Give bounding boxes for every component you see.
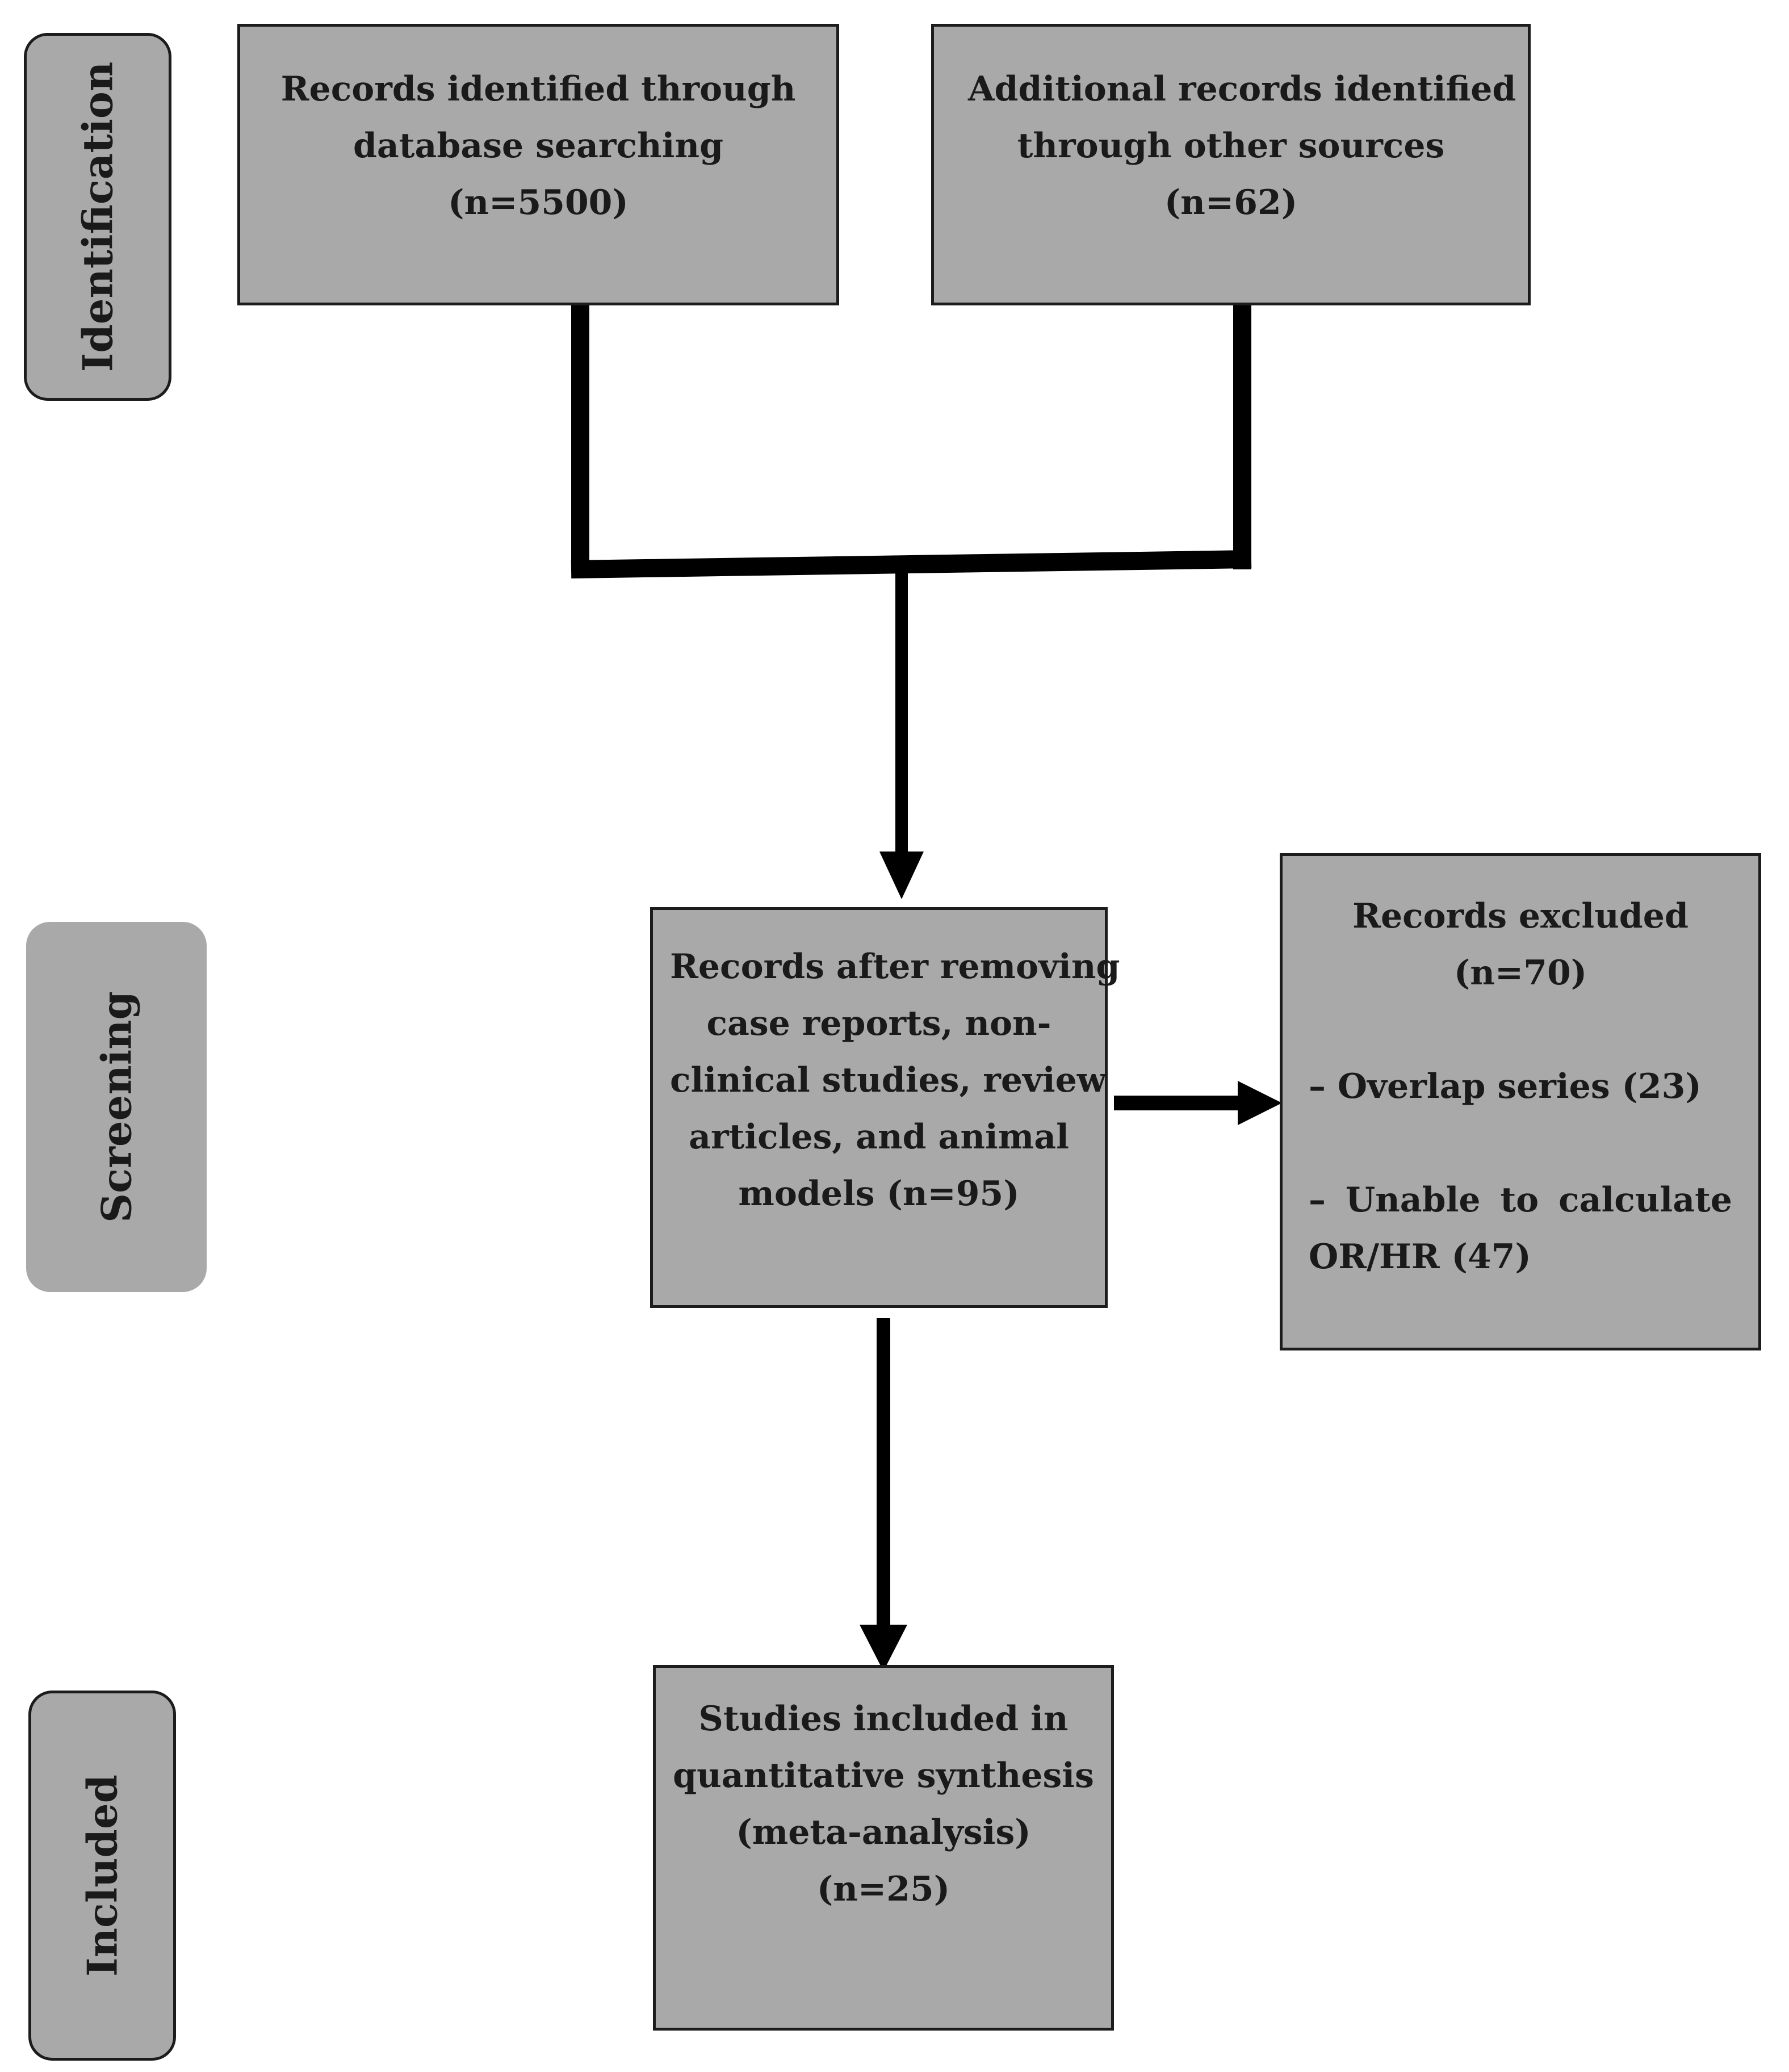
excluded-item-overlap: – Overlap series (23) (1309, 1067, 1702, 1106)
other-sources-line-3: (n=62) (1164, 183, 1298, 223)
excluded-item-unable-word-2: Unable (1345, 1180, 1481, 1220)
box-studies-included: Studies included in quantitative synthes… (653, 1665, 1114, 2031)
included-line-2: quantitative synthesis (673, 1756, 1094, 1796)
arrowhead-to-excluded (1238, 1081, 1282, 1125)
database-line-1: Records identified through (280, 69, 796, 109)
other-sources-line-1: Additional records identified (968, 69, 1516, 109)
after-removal-line-5: models (n=95) (738, 1174, 1020, 1214)
excluded-title: Records excluded (1352, 896, 1689, 936)
database-line-3: (n=5500) (448, 183, 629, 223)
box-database-records: Records identified through database sear… (237, 24, 839, 305)
box-other-sources: Additional records identified through ot… (931, 24, 1531, 305)
database-line-2: database searching (353, 126, 724, 166)
box-records-excluded: Records excluded (n=70) – Overlap series… (1280, 853, 1761, 1350)
arrowhead-to-screening (879, 852, 924, 899)
excluded-item-unable: – Unable to calculate (1309, 1172, 1732, 1228)
after-removal-line-1: Records after removing (670, 947, 1120, 987)
excluded-item-unable-word-3: to (1500, 1180, 1539, 1220)
included-line-4: (n=25) (816, 1869, 950, 1909)
excluded-item-unable-word-4: calculate (1558, 1180, 1732, 1220)
excluded-count: (n=70) (1453, 953, 1587, 993)
box-records-after-removal: Records after removing case reports, non… (650, 907, 1120, 1308)
included-line-3: (meta-analysis) (736, 1813, 1031, 1852)
connector-merge (571, 550, 1252, 578)
phase-identification: Identification (24, 33, 171, 401)
arrowhead-to-included (860, 1625, 907, 1671)
included-line-1: Studies included in (698, 1699, 1069, 1739)
other-sources-line-2: through other sources (1017, 126, 1445, 166)
excluded-item-unable-tail: OR/HR (47) (1309, 1237, 1531, 1277)
phase-screening: Screening (26, 922, 207, 1292)
excluded-item-unable-word-1: – (1309, 1180, 1326, 1220)
after-removal-line-4: articles, and animal (689, 1117, 1069, 1157)
after-removal-line-3: clinical studies, review (670, 1060, 1107, 1100)
phase-included: Included (28, 1691, 176, 2061)
after-removal-line-2: case reports, non- (706, 1004, 1051, 1043)
